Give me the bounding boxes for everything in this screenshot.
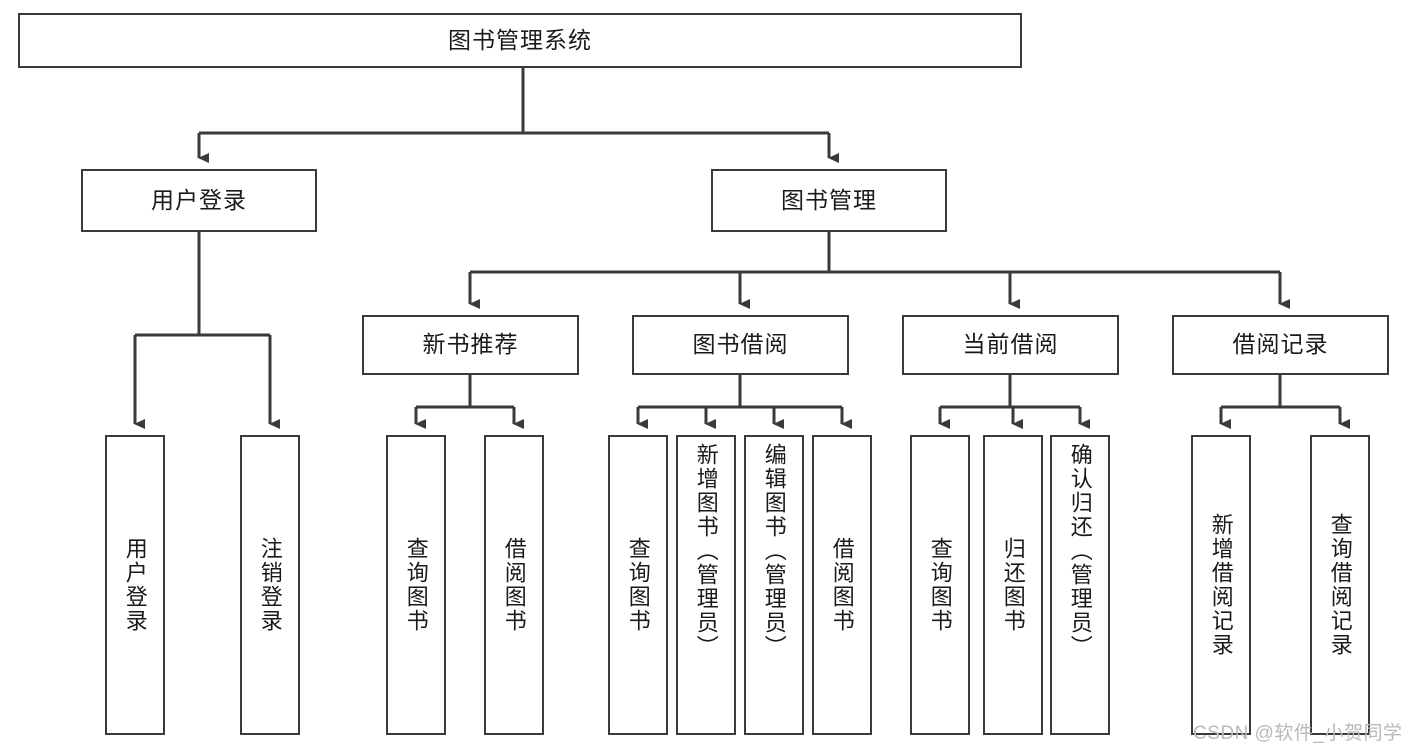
node-leaf-11[interactable]: 新增借阅记录 [1191,435,1251,735]
node-label: 注销登录 [257,537,283,633]
node-label: 编辑图书（管理员） [761,443,787,659]
node-label: 新书推荐 [422,331,519,358]
node-label: 新增借阅记录 [1208,513,1234,657]
node-label: 新增图书（管理员） [693,443,719,659]
node-level3-1[interactable]: 图书借阅 [632,315,849,375]
node-leaf-9[interactable]: 归还图书 [983,435,1043,735]
node-level2-0[interactable]: 用户登录 [81,169,317,232]
node-root[interactable]: 图书管理系统 [18,13,1022,68]
node-leaf-2[interactable]: 查询图书 [386,435,446,735]
node-level3-3[interactable]: 借阅记录 [1172,315,1389,375]
node-label: 用户登录 [151,186,247,213]
node-leaf-0[interactable]: 用户登录 [105,435,165,735]
node-leaf-12[interactable]: 查询借阅记录 [1310,435,1370,735]
node-label: 图书管理系统 [448,26,592,53]
node-leaf-1[interactable]: 注销登录 [240,435,300,735]
node-leaf-3[interactable]: 借阅图书 [484,435,544,735]
node-leaf-7[interactable]: 借阅图书 [812,435,872,735]
node-level3-2[interactable]: 当前借阅 [902,315,1119,375]
node-label: 借阅记录 [1232,331,1329,358]
node-leaf-4[interactable]: 查询图书 [608,435,668,735]
node-label: 查询借阅记录 [1327,513,1353,657]
node-label: 归还图书 [1000,537,1026,633]
node-label: 确认归还（管理员） [1067,443,1093,659]
node-leaf-10[interactable]: 确认归还（管理员） [1050,435,1110,735]
node-label: 查询图书 [403,537,429,633]
node-label: 当前借阅 [962,331,1059,358]
node-label: 查询图书 [625,537,651,633]
node-label: 图书借阅 [692,331,789,358]
node-label: 查询图书 [927,537,953,633]
watermark-text: CSDN @软件_小贺同学 [1193,723,1403,744]
node-label: 借阅图书 [501,537,527,633]
node-leaf-6[interactable]: 编辑图书（管理员） [744,435,804,735]
node-level3-0[interactable]: 新书推荐 [362,315,579,375]
node-leaf-8[interactable]: 查询图书 [910,435,970,735]
node-label: 借阅图书 [829,537,855,633]
node-label: 用户登录 [122,537,148,633]
node-label: 图书管理 [781,186,877,213]
node-level2-1[interactable]: 图书管理 [711,169,947,232]
node-leaf-5[interactable]: 新增图书（管理员） [676,435,736,735]
